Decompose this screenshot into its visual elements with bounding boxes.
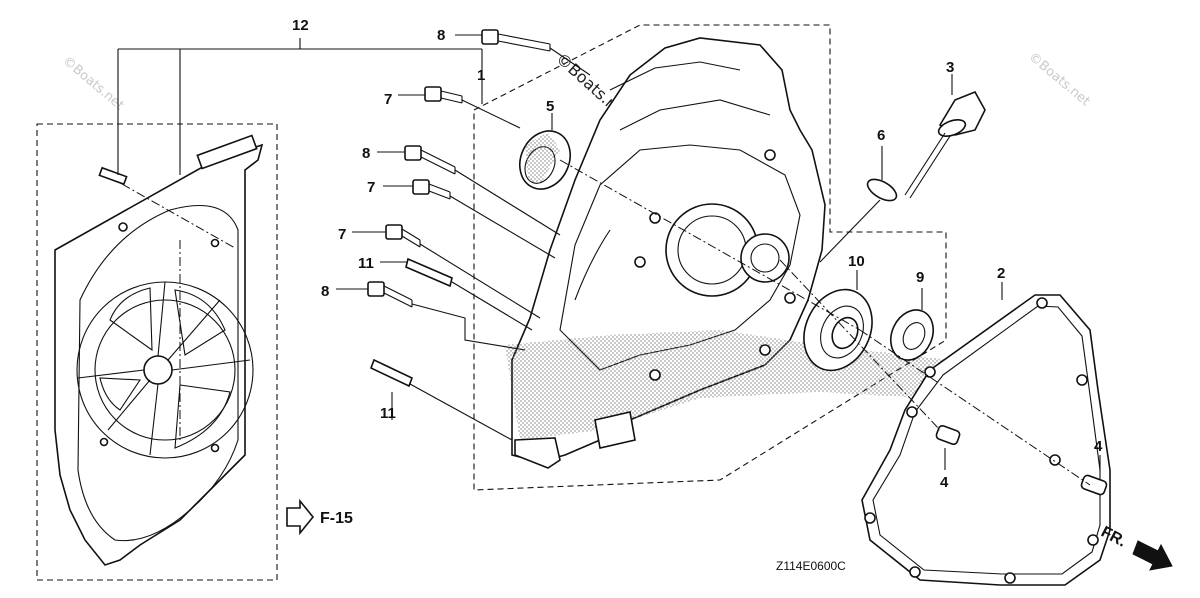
callout-7-c: 7 bbox=[338, 226, 346, 243]
callout-labels: 12 8 1 7 5 8 7 7 11 8 11 3 6 10 9 2 4 4 bbox=[292, 17, 1103, 491]
callout-8-top: 8 bbox=[437, 27, 445, 44]
fan-cover-assembly bbox=[36, 123, 278, 581]
mount-hole bbox=[210, 238, 220, 248]
stud-11-b bbox=[369, 358, 414, 388]
callout-6: 6 bbox=[877, 127, 885, 144]
cover-bolt-hole bbox=[634, 256, 646, 268]
bearing-9 bbox=[890, 288, 934, 361]
bolt-7-c bbox=[385, 224, 421, 248]
page-reference[interactable]: F-15 bbox=[286, 498, 353, 536]
bolt-8-c bbox=[367, 281, 413, 308]
callout-7-a: 7 bbox=[384, 91, 392, 108]
gasket bbox=[861, 282, 1111, 586]
dowel-pin-b bbox=[1080, 455, 1108, 496]
fan-hub bbox=[143, 355, 173, 385]
gasket-inner bbox=[872, 305, 1101, 575]
drawing-code: Z114E0600C bbox=[776, 559, 846, 573]
stud-11-a bbox=[405, 257, 453, 288]
callout-4-b: 4 bbox=[940, 474, 949, 491]
cover-bolt bbox=[98, 166, 128, 186]
fan-ring-inner bbox=[94, 299, 236, 441]
oil-gauge bbox=[904, 74, 986, 199]
mount-hole bbox=[118, 222, 128, 232]
cover-plate-inner bbox=[77, 204, 239, 542]
centerlines bbox=[559, 159, 1091, 486]
front-marker: FR. bbox=[1098, 524, 1173, 571]
gasket-outline bbox=[861, 294, 1111, 586]
callout-9: 9 bbox=[916, 269, 924, 286]
fan-windows bbox=[99, 287, 231, 449]
callout-2: 2 bbox=[997, 265, 1005, 282]
cam-bearing-bore bbox=[750, 243, 780, 273]
callout-3: 3 bbox=[946, 59, 954, 76]
callout-4-a: 4 bbox=[1094, 438, 1103, 455]
oil-lever-boss bbox=[594, 411, 636, 449]
callout-12-bracket bbox=[117, 38, 483, 175]
callout-8-b: 8 bbox=[362, 145, 370, 162]
mount-hole bbox=[210, 443, 220, 453]
callout-11-a: 11 bbox=[358, 255, 374, 272]
cover-bolt-hole bbox=[649, 212, 661, 224]
assembly-group-box bbox=[36, 123, 278, 581]
crankcase-cover bbox=[505, 37, 960, 469]
cover-bolt-hole bbox=[759, 344, 771, 356]
oil-seal bbox=[519, 113, 571, 190]
callout-8-c: 8 bbox=[321, 283, 329, 300]
bolt-7-a bbox=[424, 86, 463, 104]
cam-bearing-boss bbox=[740, 233, 790, 283]
bolt-7-b bbox=[412, 179, 451, 200]
locating-tab bbox=[196, 134, 258, 170]
page-reference-label[interactable]: F-15 bbox=[320, 510, 353, 527]
callout-11-b: 11 bbox=[380, 405, 396, 422]
bolts bbox=[367, 29, 551, 388]
callout-12: 12 bbox=[292, 17, 309, 34]
callout-1: 1 bbox=[477, 67, 485, 84]
callout-7-b: 7 bbox=[367, 179, 375, 196]
cover-edge-detail bbox=[574, 61, 771, 301]
dowel-pin-a bbox=[935, 424, 961, 470]
watermark: ©Boats.net bbox=[59, 54, 126, 114]
centerline bbox=[121, 183, 236, 249]
callout-10: 10 bbox=[848, 253, 865, 270]
mount-hole bbox=[99, 437, 109, 447]
reference-arrow-icon bbox=[286, 498, 315, 536]
callout-5: 5 bbox=[546, 98, 554, 115]
cover-bolt-hole bbox=[649, 369, 661, 381]
front-direction-arrow-icon bbox=[1132, 540, 1173, 571]
o-ring bbox=[819, 146, 898, 263]
bolt-8-b bbox=[404, 145, 456, 175]
leader-lines bbox=[336, 34, 591, 441]
cover-lower-foot bbox=[514, 437, 561, 469]
cover-bolt-hole bbox=[764, 149, 776, 161]
fan-spokes bbox=[77, 281, 251, 456]
bolt-8-top bbox=[481, 29, 551, 52]
watermark: ©Boats.net bbox=[1025, 50, 1092, 110]
cover-bolt-hole bbox=[784, 292, 796, 304]
